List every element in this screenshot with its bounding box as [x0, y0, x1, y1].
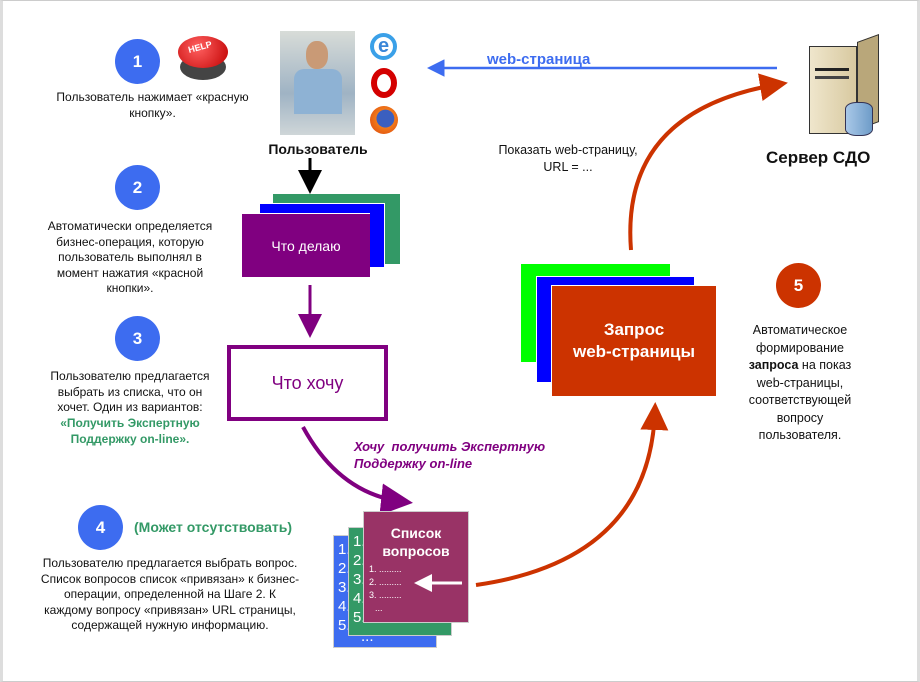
- user-photo: [280, 31, 355, 135]
- want-to-questions-arrow: [301, 426, 413, 516]
- step-4-text: Пользователю предлагается выбрать вопрос…: [40, 556, 300, 632]
- server-icon: [805, 32, 890, 140]
- help-button-icon: HELP: [176, 32, 236, 84]
- web-page-label: web-страница: [487, 51, 591, 68]
- firefox-icon: [370, 106, 398, 134]
- question-item: 3. .........: [369, 590, 402, 600]
- step-4-note: (Может отсутствовать): [134, 519, 293, 535]
- user-label: Пользователь: [268, 141, 368, 157]
- step-5-text: Автоматическое формирование запроса на п…: [748, 323, 852, 442]
- questions-list: 1. ......... 2. ......... 3. ......... .…: [369, 563, 402, 615]
- request-card: Запрос web-страницы: [551, 285, 716, 396]
- questions-title: Список вопросов: [382, 525, 450, 559]
- internet-explorer-icon: e: [370, 33, 397, 60]
- step-2-text: Автоматически определяется бизнес-операц…: [47, 219, 213, 295]
- opera-icon: [371, 68, 397, 98]
- step-3-highlight: «Получить Экспертную Поддержку on-line».: [60, 416, 200, 446]
- request-to-server-arrow: [628, 73, 788, 251]
- step-4-badge: 4: [78, 505, 123, 550]
- step-1-text: Пользователь нажимает «красную кнопку».: [56, 90, 249, 120]
- back-list: 1.2.3.4.5.: [338, 541, 351, 634]
- question-item: 1. .........: [369, 564, 402, 574]
- question-item: 2. .........: [369, 577, 402, 587]
- want-label: Хочу получить Экспертную Поддержку on-li…: [354, 439, 546, 471]
- server-label: Сервер СДО: [766, 148, 871, 167]
- step-3-badge: 3: [115, 316, 160, 361]
- step-5-badge: 5: [776, 263, 821, 308]
- step-3-text: Пользователю предлагается выбрать из спи…: [50, 369, 210, 414]
- questions-card: Список вопросов 1. ......... 2. ........…: [363, 511, 469, 623]
- step-2-badge: 2: [115, 165, 160, 210]
- what-want-box: Что хочу: [227, 345, 388, 421]
- step-1-badge: 1: [115, 39, 160, 84]
- questions-to-request-arrow: [475, 402, 669, 587]
- question-item: ...: [375, 603, 383, 613]
- show-page-label: Показать web-страницу, URL = ...: [498, 143, 638, 174]
- what-doing-card: Что делаю: [241, 213, 370, 277]
